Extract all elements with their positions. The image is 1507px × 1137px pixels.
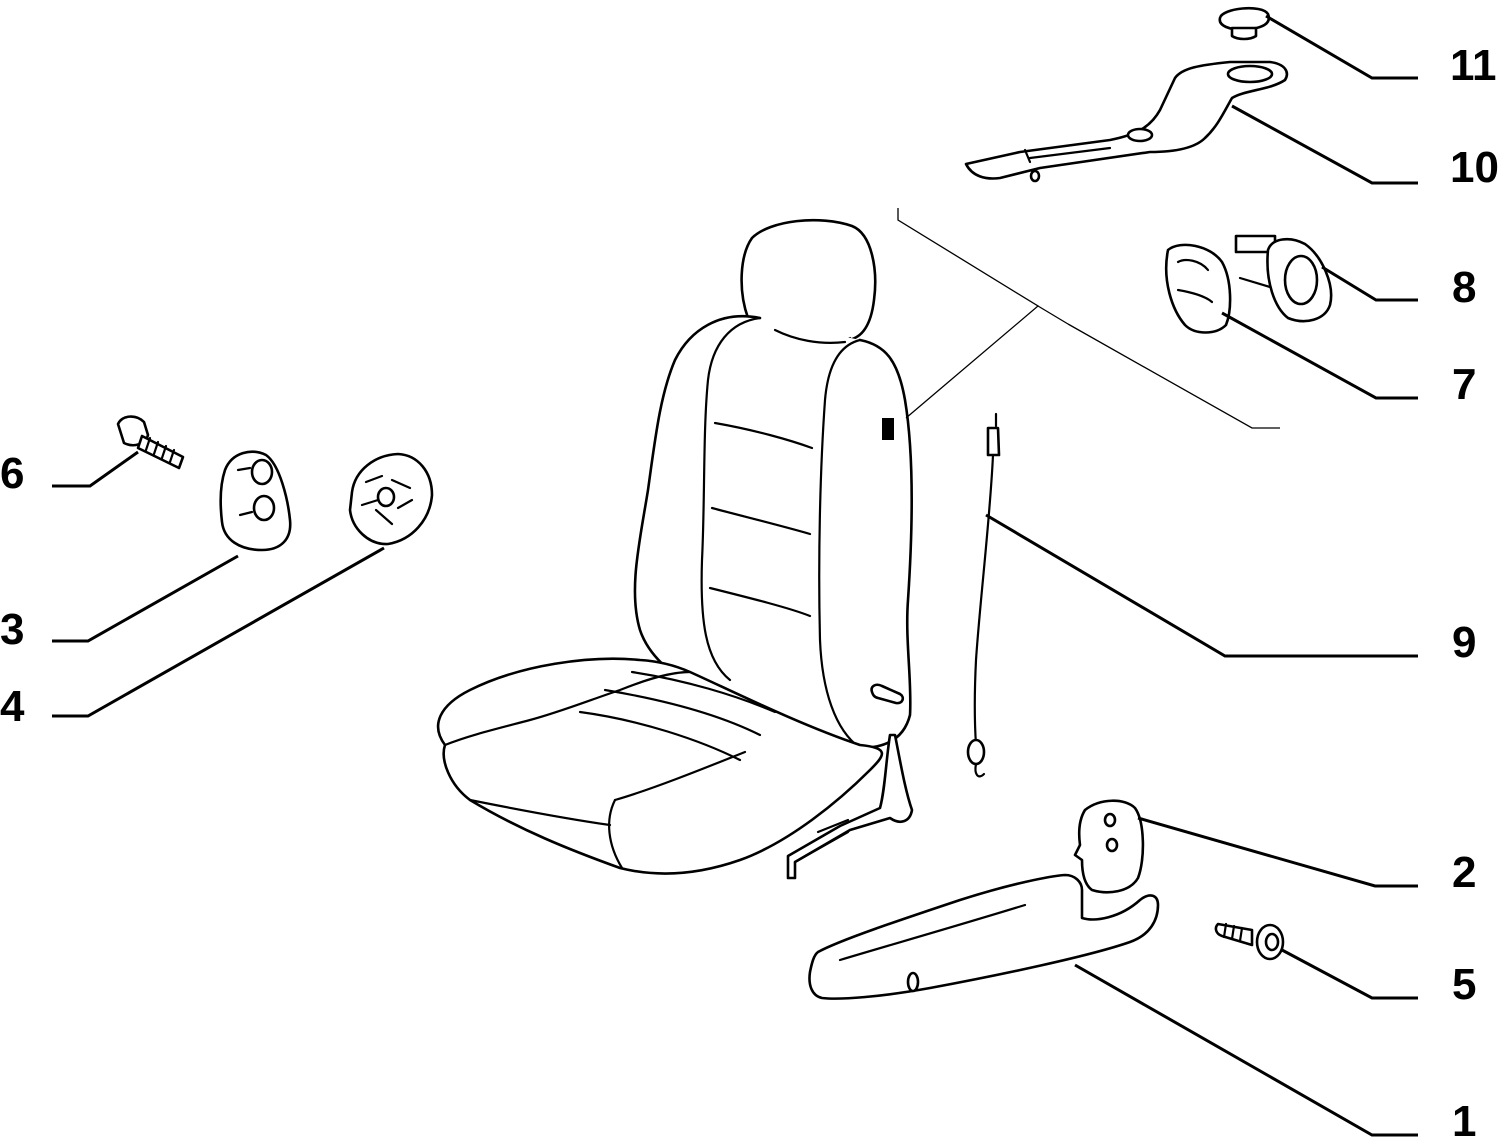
part-3-bracket — [219, 450, 292, 552]
part-4-knob — [348, 452, 434, 546]
callout-6: 6 — [0, 449, 24, 498]
part-5-screw — [1214, 922, 1285, 961]
callout-1: 1 — [1452, 1097, 1476, 1137]
callout-10: 10 — [1450, 143, 1499, 192]
part-7-handle — [1164, 243, 1232, 334]
part-1-side-trim — [808, 873, 1160, 1000]
callout-9: 9 — [1452, 618, 1476, 667]
callout-7: 7 — [1452, 360, 1476, 409]
part-11-cap — [1218, 6, 1271, 41]
callout-5: 5 — [1452, 960, 1476, 1009]
seat-assembly — [436, 218, 914, 880]
callout-4: 4 — [0, 682, 25, 731]
callout-8: 8 — [1452, 263, 1476, 312]
callout-3: 3 — [0, 605, 24, 654]
leader-5 — [1281, 948, 1418, 1000]
leader-6 — [52, 450, 139, 488]
part-8-mount — [1234, 234, 1333, 323]
part-10-bracket-arm — [964, 60, 1289, 183]
leader-8 — [1321, 265, 1418, 302]
reference-lines — [897, 208, 1280, 429]
leader-9 — [985, 513, 1418, 658]
callout-2: 2 — [1452, 848, 1476, 897]
leader-lines — [52, 14, 1418, 1137]
leader-11 — [1265, 14, 1418, 80]
callout-labels: 1 2 5 9 7 8 10 11 6 3 4 — [0, 41, 1499, 1137]
leader-4 — [52, 546, 385, 718]
leader-1 — [1074, 963, 1418, 1137]
leader-2 — [1137, 816, 1418, 888]
leader-7 — [1221, 311, 1418, 400]
seat-rail — [786, 733, 914, 880]
seat-cushion — [436, 657, 884, 875]
backrest — [633, 315, 914, 750]
leader-10 — [1231, 104, 1418, 185]
part-6-bolt — [116, 415, 185, 470]
callout-11: 11 — [1450, 41, 1497, 90]
part-9-cable — [966, 412, 1001, 778]
part-2-plate — [1073, 799, 1145, 894]
leader-3 — [52, 554, 239, 643]
